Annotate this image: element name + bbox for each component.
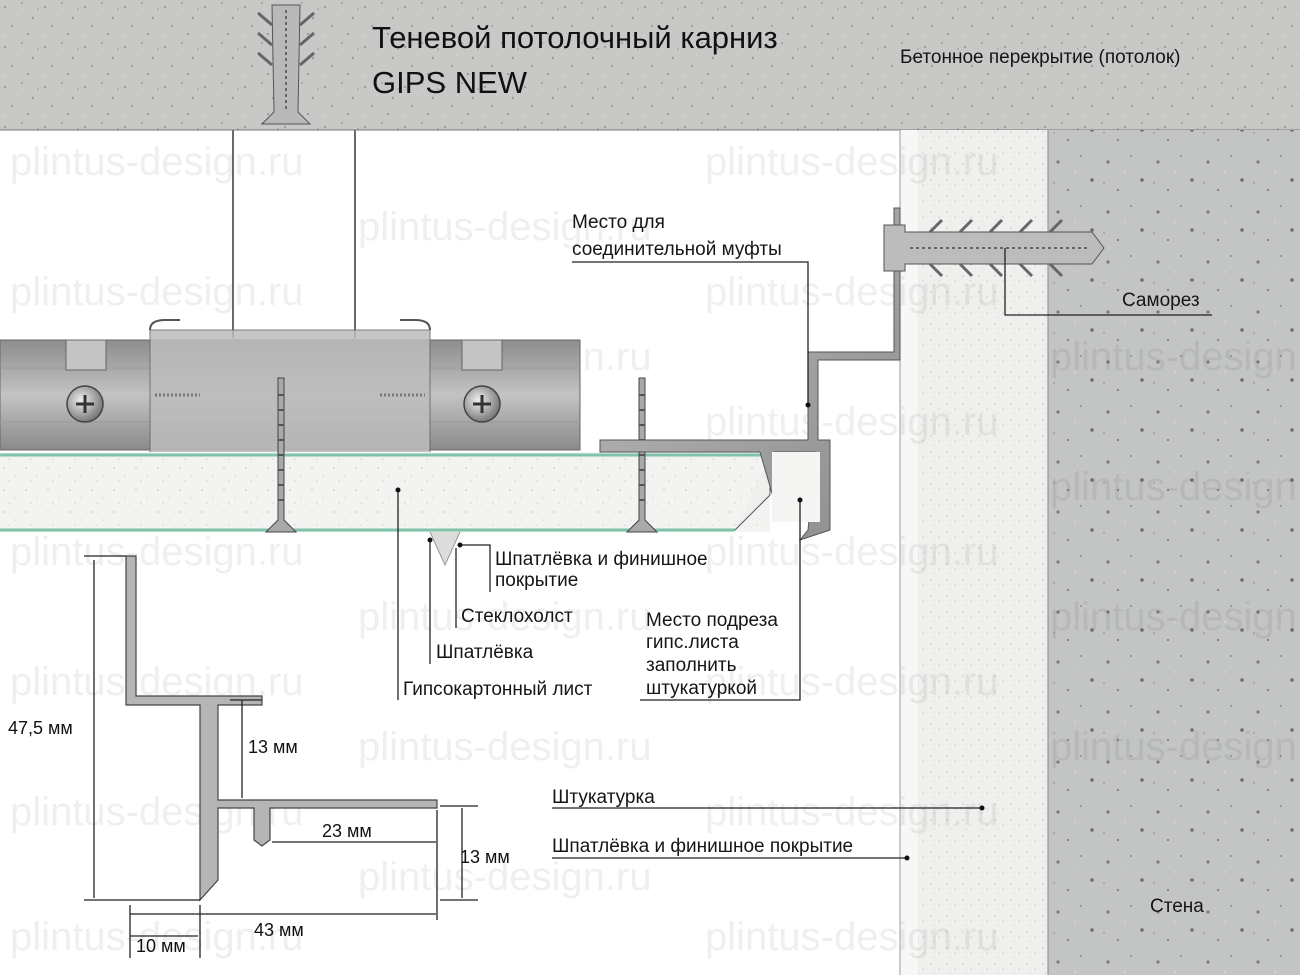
svg-text:plintus-design.ru: plintus-design.ru [10,915,304,959]
svg-text:plintus-design.ru: plintus-design.ru [705,915,999,959]
dim-step: 13 мм [248,737,298,757]
label-cut-2: гипс.листа [646,632,739,653]
svg-text:plintus-design.ru: plintus-design.ru [1050,335,1300,379]
svg-text:plintus-design.ru: plintus-design.ru [358,595,652,639]
leader-dots [395,402,985,861]
dim-lip: 13 мм [460,847,510,867]
svg-text:plintus-design.ru: plintus-design.ru [705,660,999,704]
label-wall: Стена [1150,896,1204,917]
svg-text:plintus-design.ru: plintus-design.ru [705,400,999,444]
label-putty-finish-1: Шпатлёвка и финишное [495,549,708,570]
svg-text:plintus-design.ru: plintus-design.ru [705,140,999,184]
svg-text:plintus-design.ru: plintus-design.ru [10,140,304,184]
svg-text:plintus-design.ru: plintus-design.ru [705,790,999,834]
wall-finish-layer [900,130,918,975]
ceiling-profile [0,319,581,456]
dim-height: 47,5 мм [8,718,73,738]
title-line-2: GIPS NEW [372,65,528,100]
dim-width: 43 мм [254,920,304,940]
svg-text:plintus-design.ru: plintus-design.ru [1050,465,1300,509]
title-line-1: Теневой потолочный карниз [372,20,778,55]
leader-lines [397,248,1212,859]
label-coupling-2: соединительной муфты [572,239,782,260]
label-cut-4: штукатуркой [646,678,757,699]
dimension-lines [84,555,478,958]
label-screw: Саморез [1122,290,1200,311]
dim-base: 10 мм [136,936,186,956]
label-fiberglass: Стеклохолст [461,606,573,627]
concrete-wall [1048,130,1300,975]
svg-text:plintus-design.ru: plintus-design.ru [358,855,652,899]
concrete-ceiling [0,0,1300,130]
drywall-screw-icon [264,377,659,533]
label-putty: Шпатлёвка [436,642,534,663]
dim-flange: 23 мм [322,821,372,841]
svg-text:plintus-design.ru: plintus-design.ru [1050,725,1300,769]
shadow-cornice-profile [599,207,901,542]
svg-text:plintus-design.ru: plintus-design.ru [10,530,304,574]
label-putty-finish-2: покрытие [495,570,578,591]
svg-text:plintus-design.ru: plintus-design.ru [358,725,652,769]
svg-text:plintus-design.ru: plintus-design.ru [358,205,652,249]
ceiling-dowel-icon [257,4,315,125]
wall-dowel-icon [883,218,1105,278]
label-cut-3: заполнить [646,655,737,676]
label-wall-putty-finish: Шпатлёвка и финишное покрытие [552,836,853,857]
label-ceiling: Бетонное перекрытие (потолок) [900,47,1180,68]
profile-detail [125,555,438,902]
label-plaster: Штукатурка [552,787,655,808]
label-cut-1: Место подреза [646,610,778,631]
svg-text:plintus-design.ru: plintus-design.ru [705,270,999,314]
svg-text:plintus-design.ru: plintus-design.ru [1050,595,1300,639]
label-coupling-1: Место для [572,212,665,233]
svg-text:plintus-design.ru: plintus-design.ru [705,530,999,574]
svg-text:plintus-design.ru: plintus-design.ru [10,270,304,314]
label-drywall: Гипсокартонный лист [403,679,593,700]
